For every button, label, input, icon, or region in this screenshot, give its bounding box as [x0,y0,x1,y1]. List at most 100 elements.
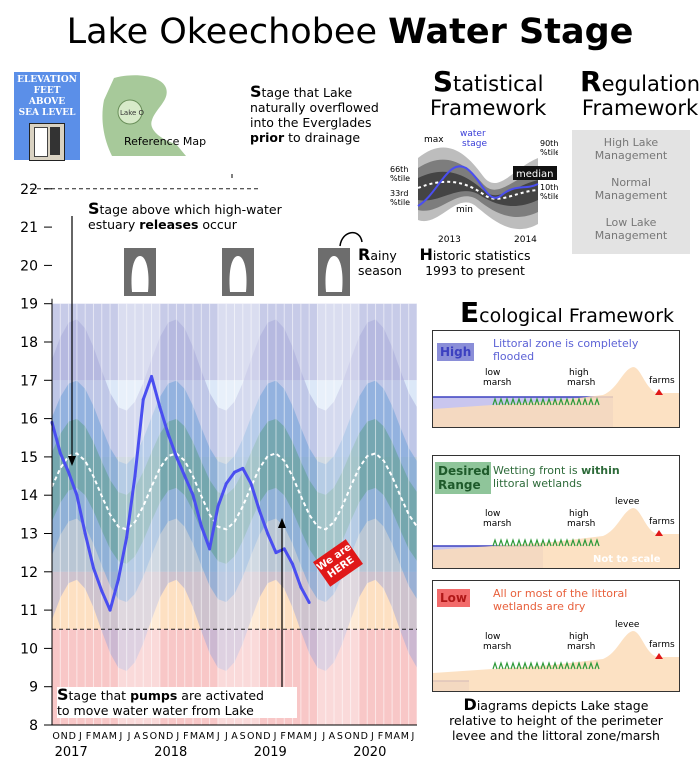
eco-label-levee: levee [615,620,640,630]
eco-grass [522,538,528,547]
x-tick-label: N [255,731,262,742]
eco-terrain [433,631,679,691]
rainy-season-icon-shape [229,256,247,292]
eco-label-levee: levee [615,497,640,507]
x-tick-label: J [411,731,415,742]
x-tick-label: M [109,731,117,742]
eco-grass [546,397,552,406]
eco-grass [504,538,510,547]
y-tick-label: 19 [20,297,38,313]
water-stage-point [133,474,137,478]
water-stage-point [257,509,261,513]
eco-grass [570,538,576,547]
x-tick-label: A [393,731,400,742]
svg-text:Lake O: Lake O [120,109,145,117]
page-title: Lake Okeechobee Water Stage [66,12,634,52]
eco-grass [540,661,546,670]
eco-terrain [433,367,679,427]
eco-grass [522,661,528,670]
eco-label-levee: levee [615,365,640,366]
y-tick-label: 16 [20,412,38,428]
x-tick-label: D [166,731,173,742]
eco-label-high-marsh-2: marsh [567,519,595,529]
svg-text:33rd: 33rd [390,189,408,198]
x-tick-label: A [231,731,238,742]
farm-icon [655,653,663,659]
eco-grass [540,397,546,406]
x-tick-label: M [93,731,101,742]
eco-label-low-marsh-2: marsh [483,642,511,652]
water-stage-point [266,532,270,535]
x-tick-label: N [61,731,68,742]
x-tick-label: J [224,731,228,742]
eco-grass [498,397,504,406]
eco-text-desired: Wetting front is within littoral wetland… [493,464,620,490]
y-tick-label: 10 [20,641,38,657]
median-line [51,452,418,531]
water-stage-point [166,432,170,436]
releases-arrowhead [68,456,76,466]
eco-grass [582,397,588,406]
water-stage-point [233,470,236,474]
y-tick-label: 22 [20,182,38,198]
eco-grass [534,661,540,670]
eco-grass [492,397,498,406]
pumps-arrowhead [278,518,286,528]
y-tick-label: 21 [20,220,38,236]
eco-grass [528,397,534,406]
x-tick-label: J [273,731,277,742]
eco-grass [576,538,582,547]
eco-label-low-marsh-2: marsh [483,519,511,529]
y-tick-label: 12 [20,565,38,581]
statistical-diagram: max water stage 66th %tile 33rd %tile 90… [390,129,558,245]
x-tick-label: M [287,731,295,742]
svg-text:min: min [456,205,473,215]
farm-icon [655,389,663,395]
water-stage-point [83,532,87,535]
y-tick-label: 9 [29,680,38,696]
svg-text:median: median [516,169,554,180]
eco-panel-desired: Desired Range Wetting front is within li… [432,455,680,569]
x-tick-label: A [101,731,108,742]
svg-text:10th: 10th [540,183,558,192]
water-stage-point [274,551,278,555]
water-stage-point [116,577,120,581]
eco-grass [534,397,540,406]
x-tick-label: J [175,731,179,742]
rainy-season-arrow [339,232,363,247]
svg-text:2013: 2013 [438,235,461,245]
eco-grass [498,661,504,670]
svg-text:%tile: %tile [540,148,558,157]
x-tick-label: O [150,731,157,742]
water-stage-point [91,566,95,570]
water-stage-point [174,455,178,459]
water-stage-point [108,608,112,612]
statistical-caption: Historic statistics 1993 to present [419,245,531,278]
eco-grass [564,661,570,670]
svg-text:%tile: %tile [390,174,410,183]
x-tick-label: S [240,731,246,742]
x-tick-label: A [134,731,141,742]
water-stage-point [299,585,303,589]
x-tick-label: F [280,731,285,742]
statistical-title: Statistical Framework [430,65,547,121]
water-stage-point [208,547,212,551]
elevation-icon: ELEVATION FEET ABOVE SEA LEVEL [14,72,80,161]
eco-grass [528,661,534,670]
eco-grass [516,538,522,547]
eco-terrain [433,508,679,568]
water-stage-point [100,589,104,593]
water-stage-point [183,474,187,478]
eco-grass [516,397,522,406]
eco-grass [492,538,498,547]
water-stage-point [216,505,220,509]
eco-label-high-marsh: high [569,368,589,378]
eco-grass [552,661,558,670]
eco-grass [498,538,504,547]
y-tick-label: 14 [20,488,38,504]
eco-tag-low: Low [437,589,470,607]
